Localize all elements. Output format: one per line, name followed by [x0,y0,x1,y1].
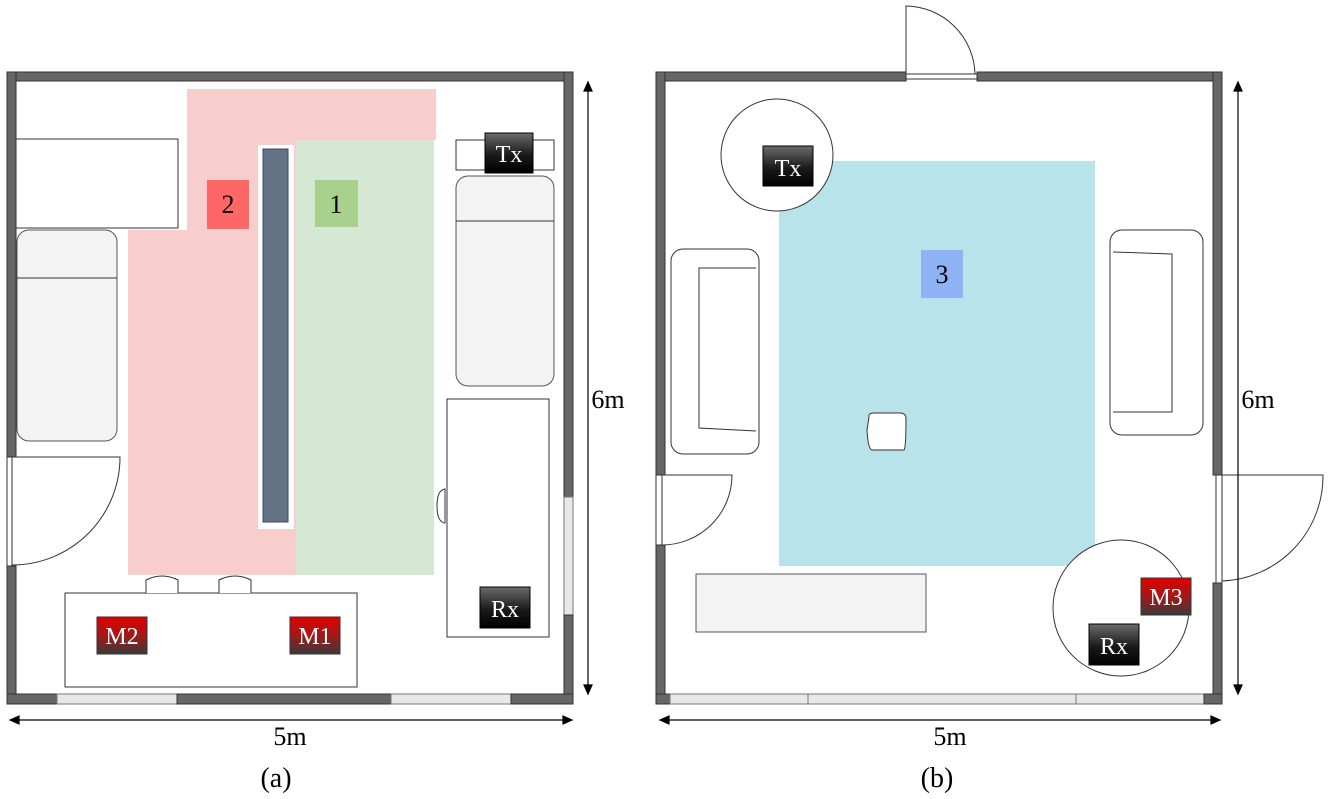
room-a: 1 2 [6,71,625,794]
bed-left [16,229,118,442]
rx-device-b [1088,623,1140,666]
chair-bottom-1 [145,575,179,593]
desk-chair-right [436,488,446,524]
wall-bottom-3 [510,693,574,705]
dimension-height-b [1233,80,1243,696]
dimension-height-a [583,80,593,696]
door-top-b [905,5,978,80]
caption-b: (b) [921,763,954,794]
zone-1-tag [315,180,358,227]
wall-top [6,71,574,82]
cabinet [15,138,179,229]
monitor-m2-label: M2 [105,624,138,650]
zone-2-tag [207,180,249,229]
chair-bottom-2 [218,575,252,593]
wall-top-right-b [976,71,1223,82]
zone-1-label: 1 [330,190,343,219]
zone-3-label: 3 [936,260,949,289]
wall-bottom-1 [6,693,58,705]
wall-bottom-2 [176,693,392,705]
bed-right [455,175,555,387]
sofa-left [670,248,760,455]
wall-left-upper [6,71,17,458]
monitor-m1 [289,616,341,655]
partition-wall [262,148,289,523]
zone-3-area [779,161,1095,566]
window-bottom-1 [56,693,178,705]
rx-device-a [479,586,531,629]
zone-2-label: 2 [222,190,235,219]
dimension-width-a [8,715,574,725]
wall-right-upper-b [1212,71,1223,476]
room-b: 3 Tx [655,5,1324,794]
window-bottom-3-b [1075,693,1205,705]
door-left-b [655,474,733,546]
monitor-m3 [1140,577,1192,616]
tx-label-b: Tx [775,156,802,182]
tx-label-a: Tx [496,142,523,168]
wall-right-upper [563,71,574,498]
window-bottom-1-b [669,693,809,705]
window-bottom-2 [390,693,512,705]
width-label-b: 5m [933,722,966,751]
wall-right-lower [563,614,574,705]
tx-device-a [484,132,534,174]
wall-bottom-1-b [655,693,671,705]
monitor-m2 [96,616,148,655]
wall-right-lower-b [1212,582,1223,704]
height-label-a: 6m [591,385,624,414]
caption-a: (a) [260,763,291,794]
rx-label-a: Rx [491,597,519,623]
wall-top-left-b [655,71,907,82]
tx-device-b [762,145,814,187]
door-left [6,456,121,567]
chair-center-b [866,412,907,451]
dimension-width-b [658,715,1222,725]
wall-left-lower-b [655,544,666,704]
width-label-a: 5m [273,722,306,751]
monitor-m3-label: M3 [1149,585,1182,611]
low-cabinet-b [695,573,927,633]
zone-3-tag [921,250,963,298]
wall-bottom-2-b [1203,693,1223,705]
wall-right-window [563,496,574,616]
rx-label-b: Rx [1100,634,1128,660]
monitor-m1-label: M1 [298,624,331,650]
sofa-right [1109,229,1204,436]
height-label-b: 6m [1241,385,1274,414]
door-right-b [1215,474,1324,584]
wall-left-lower [6,565,17,705]
wall-left-upper-b [655,71,666,476]
window-bottom-2-b [807,693,1077,705]
